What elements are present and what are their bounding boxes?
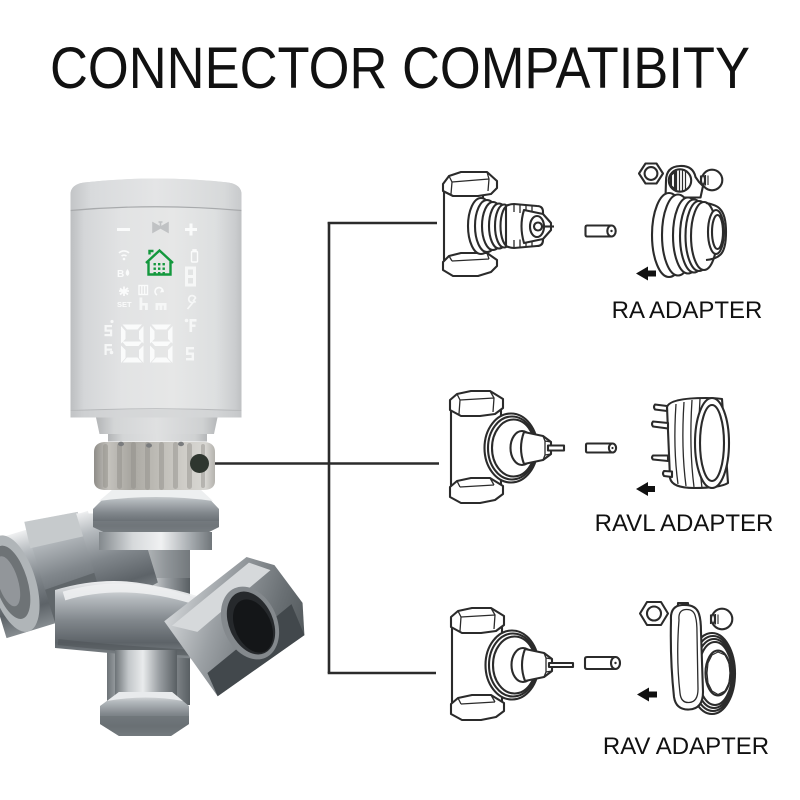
svg-text:RAVL ADAPTER: RAVL ADAPTER	[595, 510, 774, 537]
svg-text:SET: SET	[117, 300, 132, 309]
svg-text:RAV ADAPTER: RAV ADAPTER	[603, 733, 769, 760]
svg-text:CONNECTOR COMPATIBITY: CONNECTOR COMPATIBITY	[50, 36, 750, 101]
svg-text:RA ADAPTER: RA ADAPTER	[612, 297, 763, 324]
svg-text:B: B	[117, 269, 124, 280]
